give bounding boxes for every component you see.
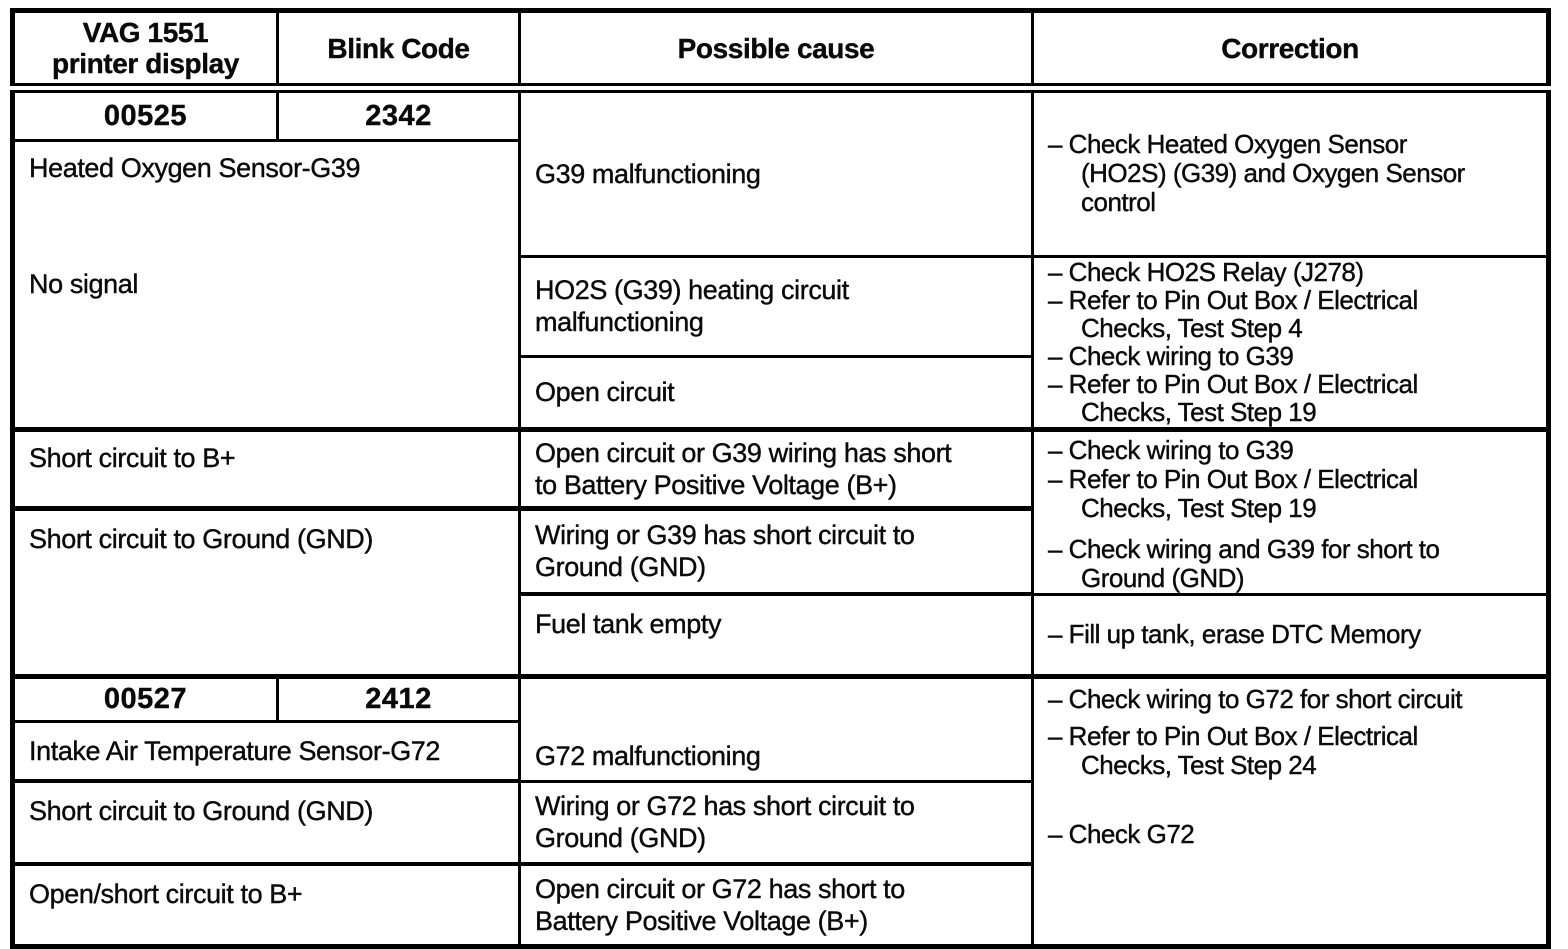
correction-cell: – Fill up tank, erase DTC Memory (1031, 592, 1550, 679)
symptom-cell-short-to-b-plus: Short circuit to B+ (11, 427, 521, 511)
table-row: Short circuit to Ground (GND) Wiring or … (11, 779, 1549, 866)
possible-cause-cell: Open circuit or G72 has short to Battery… (518, 862, 1034, 948)
correction-item: – Fill up tank, erase DTC Memory (1048, 619, 1422, 649)
col-header-possible-cause: Possible cause (518, 9, 1034, 93)
symptom-cell-open-short-to-b-plus: Open/short circuit to B+ (11, 862, 521, 948)
correction-item: – Check wiring to G39 (1048, 341, 1294, 371)
correction-item: – Check G72 (1048, 818, 1195, 849)
correction-cell: – Check wiring to G39 – Refer to Pin Out… (1031, 427, 1550, 596)
table-row: HO2S (G39) heating circuit malfunctionin… (13, 254, 1550, 432)
dtc-code-cell: 00525 (11, 86, 279, 142)
correction-item: – Refer to Pin Out Box / Electrical Chec… (1048, 463, 1419, 523)
fault-description-cell: Heated Oxygen Sensor-G39 No signal (11, 138, 521, 432)
blink-code-cell: 2412 (276, 674, 521, 723)
table-row: Heated Oxygen Sensor-G39 No signal (11, 138, 1549, 432)
correction-item: – Refer to Pin Out Box / Electrical Chec… (1048, 285, 1419, 343)
possible-cause-cell: G39 malfunctioning (518, 86, 1034, 258)
table-row: Short circuit to B+ Open circuit or G39 … (11, 427, 1550, 596)
symptom-label: No signal (29, 268, 139, 299)
blink-code-cell: 2342 (276, 86, 521, 142)
col-header-correction: Correction (1031, 9, 1550, 93)
cause-text: G39 malfunctioning (535, 158, 761, 189)
possible-cause-cell: Open circuit (518, 354, 1034, 432)
possible-cause-cell: Fuel tank empty (518, 592, 1034, 679)
correction-cell: – Check Heated Oxygen Sensor (HO2S) (G39… (1031, 86, 1550, 258)
fault-description-cell: Intake Air Temperature Sensor-G72 (11, 719, 521, 783)
table-row: Open/short circuit to B+ Open circuit or… (11, 862, 1549, 948)
header-row: VAG 1551 printer display Blink Code Poss… (11, 9, 1550, 93)
table-row: Short circuit to Ground (GND) Wiring or … (11, 506, 1549, 679)
correction-item: – Refer to Pin Out Box / Electrical Chec… (1048, 369, 1419, 427)
col-header-vag-1551-printer-display: VAG 1551 printer display (11, 9, 279, 93)
col-header-blink-code: Blink Code (276, 9, 521, 93)
possible-cause-cell: Wiring or G39 has short circuit to Groun… (518, 506, 1034, 596)
component-label: Heated Oxygen Sensor-G39 (29, 152, 361, 183)
dtc-fault-table: VAG 1551 printer display Blink Code Poss… (10, 8, 1551, 949)
cause-text: G72 malfunctioning (535, 740, 761, 771)
correction-cell: – Check HO2S Relay (J278) – Refer to Pin… (1031, 254, 1550, 432)
table-row: Intake Air Temperature Sensor-G72 (11, 719, 1549, 783)
correction-item: – Check wiring to G39 (1048, 434, 1294, 465)
table-row: 00527 2412 G72 malfunctioning – Check wi… (11, 674, 1550, 948)
correction-item: – Refer to Pin Out Box / Electrical Chec… (1048, 720, 1419, 780)
table-row: Fuel tank empty – Fill up tank, erase DT… (13, 592, 1550, 679)
dtc-code-cell: 00527 (11, 674, 279, 723)
table-row: Open circuit (13, 354, 1549, 432)
possible-cause-cell: HO2S (G39) heating circuit malfunctionin… (518, 254, 1034, 358)
correction-item: – Check HO2S Relay (J278) (1048, 257, 1364, 287)
possible-cause-cell: Open circuit or G39 wiring has short to … (518, 427, 1034, 511)
symptom-cell-short-to-ground: Short circuit to Ground (GND) (11, 779, 521, 866)
possible-cause-cell: G72 malfunctioning (518, 674, 1034, 783)
correction-item: – Check wiring and G39 for short to Grou… (1048, 533, 1440, 593)
possible-cause-cell: Wiring or G72 has short circuit to Groun… (518, 779, 1034, 866)
correction-cell: – Check wiring to G72 for short circuit … (1031, 674, 1550, 948)
correction-item: – Check Heated Oxygen Sensor (HO2S) (G39… (1048, 129, 1466, 218)
symptom-cell-short-to-ground: Short circuit to Ground (GND) (11, 506, 521, 679)
table-row: 00525 2342 G39 malfunctioning – Check He… (11, 86, 1550, 258)
correction-item: – Check wiring to G72 for short circuit (1048, 683, 1463, 714)
